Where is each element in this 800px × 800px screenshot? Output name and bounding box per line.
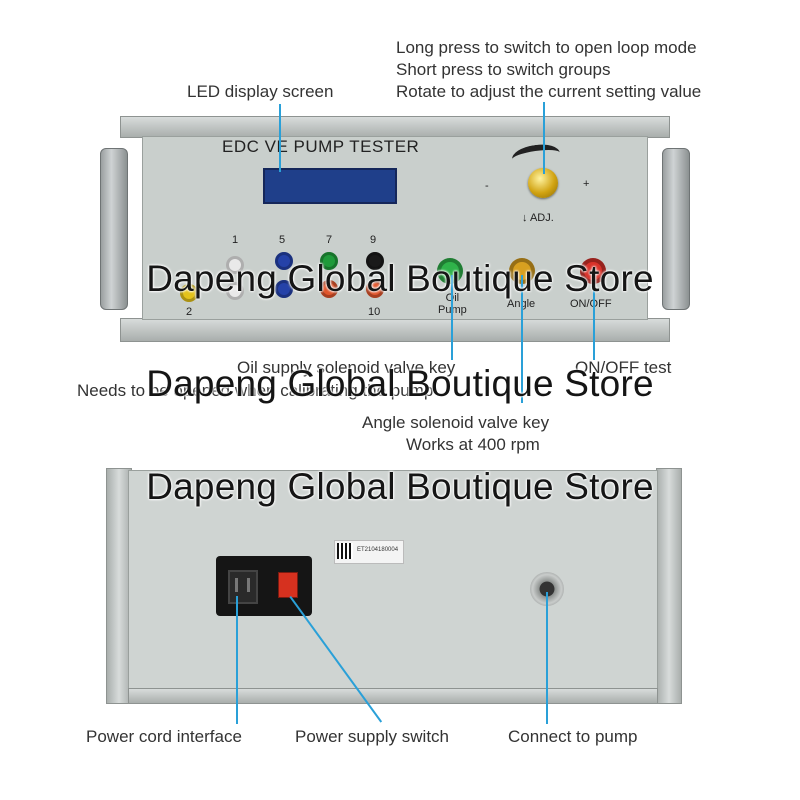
led-callout-line	[279, 104, 281, 172]
jack-white-2[interactable]	[226, 282, 244, 300]
jack-orange[interactable]	[320, 280, 338, 298]
jack-red[interactable]	[366, 280, 384, 298]
knob-minus: -	[485, 180, 489, 192]
angle-callout: Angle solenoid valve key	[362, 413, 550, 432]
knob-callout-line3: Rotate to adjust the current setting val…	[396, 82, 702, 101]
back-bottom-rail	[128, 688, 658, 704]
oil-callout-line	[451, 275, 453, 360]
jack-label-5: 5	[279, 234, 286, 246]
jack-label-2: 2	[186, 306, 193, 318]
back-left-rail	[106, 468, 132, 704]
jack-label-1: 1	[232, 234, 239, 246]
jack-label-10: 10	[368, 306, 381, 318]
serial-number: ET2104180004	[357, 547, 399, 553]
knob-callout-line1: Long press to switch to open loop mode	[396, 38, 697, 57]
back-right-rail	[656, 468, 682, 704]
bottom-rail	[120, 318, 670, 342]
qr-code-icon	[337, 543, 353, 559]
angle-callout-line	[521, 275, 523, 403]
top-rail	[120, 116, 670, 138]
serial-sticker: ET2104180004	[334, 540, 404, 564]
power-rocker-switch[interactable]	[278, 572, 298, 598]
power-cord-callout: Power cord interface	[86, 727, 242, 746]
knob-callout-line2: Short press to switch groups	[396, 60, 611, 79]
right-handle	[662, 148, 690, 310]
jack-blue-2[interactable]	[275, 280, 293, 298]
knob-adj-label: ↓ ADJ.	[522, 212, 554, 224]
connect-callout: Connect to pump	[508, 727, 638, 746]
jack-blue-1[interactable]	[275, 252, 293, 270]
onoff-button-label: ON/OFF	[570, 298, 612, 310]
power-switch-callout: Power supply switch	[295, 727, 450, 746]
jack-black[interactable]	[366, 252, 384, 270]
watermark-3: Dapeng Global Boutique Store	[146, 466, 654, 507]
jack-white-1[interactable]	[226, 256, 244, 274]
watermark-2: Dapeng Global Boutique Store	[146, 363, 654, 404]
connect-callout-line	[546, 592, 548, 724]
angle-callout-sub: Works at 400 rpm	[406, 435, 540, 454]
oil-callout: Oil supply solenoid valve key	[237, 358, 456, 377]
panel-title: EDC VE PUMP TESTER	[222, 137, 420, 156]
jack-label-9: 9	[370, 234, 377, 246]
iec-power-socket[interactable]	[228, 570, 258, 604]
oil-callout-sub: Needs to be opened when calibrating the …	[77, 381, 434, 400]
jack-yellow[interactable]	[180, 284, 198, 302]
led-callout: LED display screen	[187, 82, 334, 101]
led-screen	[263, 168, 397, 204]
onoff-callout: ON/OFF test	[575, 358, 672, 377]
watermark-1: Dapeng Global Boutique Store	[146, 258, 654, 299]
power-cord-callout-line	[236, 596, 238, 724]
oil-pump-button[interactable]	[437, 258, 463, 284]
jack-green[interactable]	[320, 252, 338, 270]
jack-label-7: 7	[326, 234, 333, 246]
knob-callout-line	[543, 102, 545, 174]
left-handle	[100, 148, 128, 310]
onoff-callout-line	[593, 275, 595, 360]
knob-plus: +	[583, 178, 590, 190]
